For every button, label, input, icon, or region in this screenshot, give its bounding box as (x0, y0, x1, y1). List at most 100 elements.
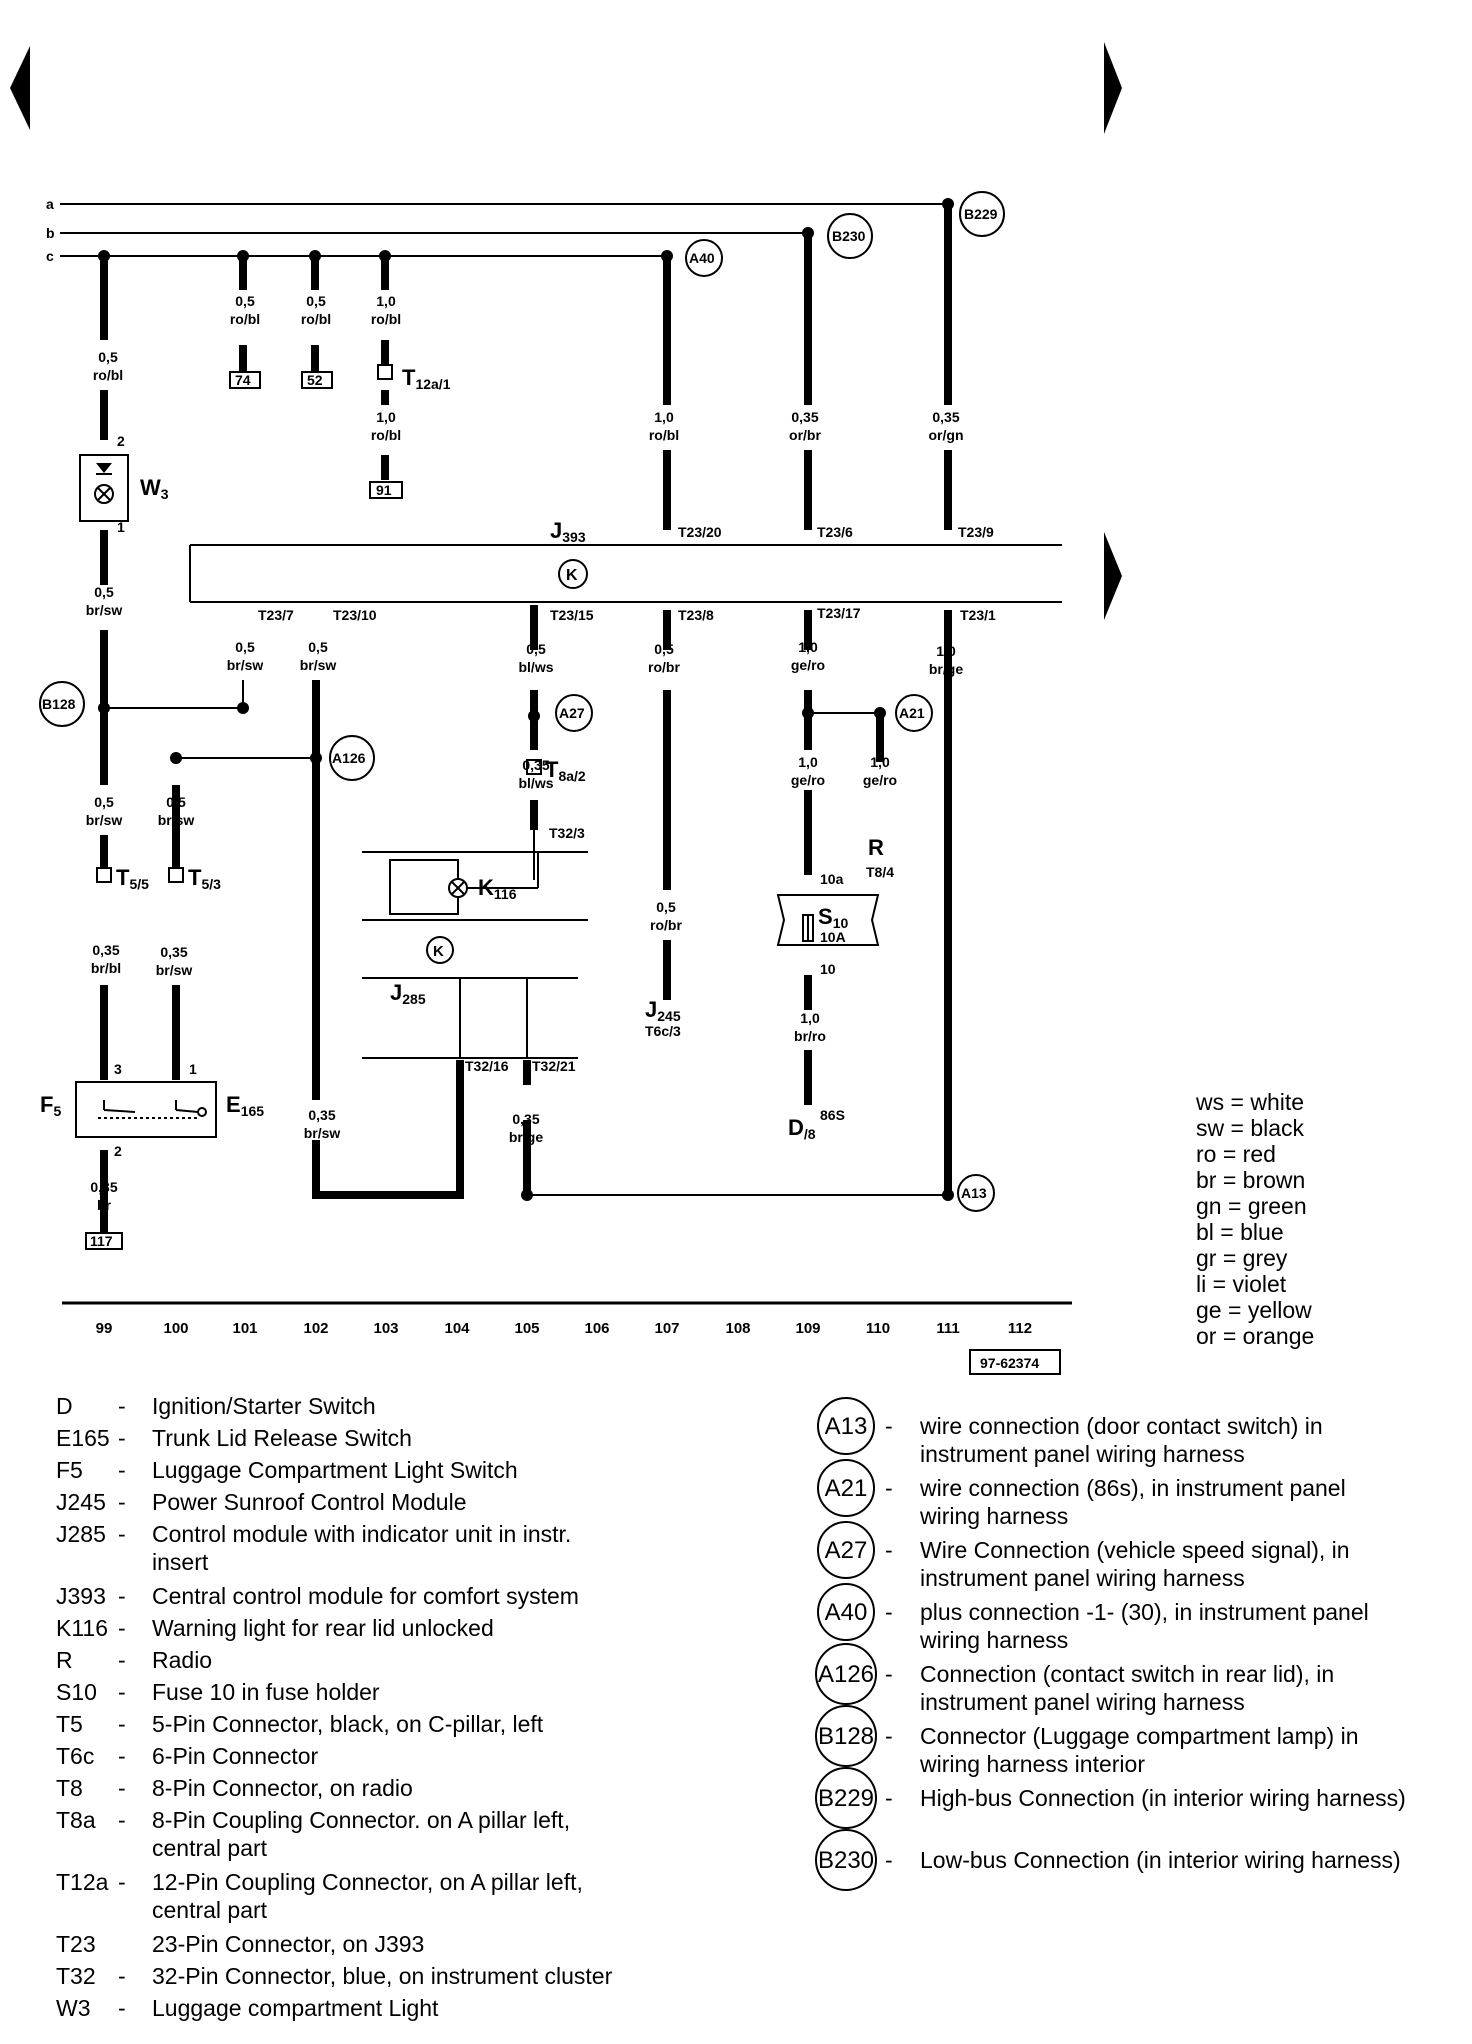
svg-text:T23/10: T23/10 (333, 607, 377, 623)
svg-text:-: - (885, 1785, 893, 1811)
svg-text:101: 101 (232, 1320, 257, 1337)
component-t55: T5/5 (116, 865, 149, 892)
svg-text:1,0: 1,0 (376, 409, 396, 425)
k116-lamp-icon (448, 878, 468, 898)
svg-text:3: 3 (114, 1061, 122, 1077)
drawing-number: 97-62374 (980, 1355, 1039, 1371)
svg-text:0,5: 0,5 (656, 899, 676, 915)
svg-text:or = orange: or = orange (1196, 1323, 1314, 1349)
svg-text:central part: central part (152, 1835, 268, 1861)
svg-text:T8: T8 (56, 1775, 83, 1801)
svg-text:T32: T32 (56, 1963, 96, 1989)
svg-text:K: K (433, 943, 444, 960)
svg-text:T23/20: T23/20 (678, 524, 722, 540)
legend-row: R-Radio (56, 1647, 212, 1673)
svg-text:ro/bl: ro/bl (371, 427, 401, 443)
svg-text:br/ro: br/ro (794, 1028, 826, 1044)
svg-text:-: - (118, 1457, 126, 1483)
svg-text:-: - (118, 1425, 126, 1451)
svg-text:gn = green: gn = green (1196, 1193, 1307, 1219)
svg-text:E165: E165 (56, 1425, 110, 1451)
svg-text:8-Pin Connector, on radio: 8-Pin Connector, on radio (152, 1775, 413, 1801)
f5-e165-switch (75, 1081, 217, 1138)
svg-text:br/ge: br/ge (929, 661, 963, 677)
pin-labels: 2 1 T23/20 T23/6 T23/9 T23/7 T23/10 T23/… (114, 433, 996, 1159)
svg-text:1,0: 1,0 (654, 409, 674, 425)
svg-text:0,35: 0,35 (512, 1111, 539, 1127)
legend-row: T8a-8-Pin Coupling Connector. on A pilla… (56, 1807, 570, 1861)
bus-label-a: a (46, 196, 54, 212)
svg-text:instrument panel wiring harnes: instrument panel wiring harness (920, 1689, 1245, 1715)
svg-text:-: - (885, 1537, 893, 1563)
component-s10: S10 (818, 904, 848, 931)
svg-text:Luggage compartment Light: Luggage compartment Light (152, 1995, 439, 2021)
component-f5: F5 (40, 1092, 61, 1119)
connection-point-circles (39, 191, 1005, 1212)
svg-text:J393: J393 (56, 1583, 106, 1609)
svg-text:ro/bl: ro/bl (230, 311, 260, 327)
next-page-arrow-top-icon[interactable] (1104, 42, 1122, 134)
svg-text:2: 2 (114, 1143, 122, 1159)
svg-text:0,5: 0,5 (98, 349, 118, 365)
legend-row: K116-Warning light for rear lid unlocked (56, 1615, 494, 1641)
component-t12a1: T12a/1 (402, 365, 451, 392)
svg-text:-: - (118, 1743, 126, 1769)
thin-wire-lines (104, 680, 948, 1196)
j285-control-symbol-icon (426, 936, 454, 964)
svg-text:Luggage Compartment Light Swit: Luggage Compartment Light Switch (152, 1457, 518, 1483)
component-labels: W3 T12a/1 T8a/2 T5/5 T5/3 K116 J285 J245… (40, 365, 884, 1142)
j393-control-symbol-icon (558, 559, 588, 589)
svg-text:A21: A21 (825, 1475, 868, 1502)
connection-a27: A27 (559, 705, 585, 721)
svg-text:-: - (118, 1583, 126, 1609)
svg-text:1: 1 (189, 1061, 197, 1077)
svg-text:-: - (885, 1847, 893, 1873)
svg-text:br = brown: br = brown (1196, 1167, 1305, 1193)
previous-page-arrow-icon[interactable] (10, 46, 30, 130)
ref-box-52: 52 (301, 371, 333, 389)
svg-text:0,5: 0,5 (94, 794, 114, 810)
svg-text:instrument panel wiring harnes: instrument panel wiring harness (920, 1441, 1245, 1467)
svg-text:br/bl: br/bl (91, 960, 121, 976)
svg-text:Connection (contact switch in: Connection (contact switch in rear lid),… (920, 1661, 1334, 1687)
svg-text:W3: W3 (56, 1995, 91, 2021)
ref-box-74: 74 (229, 371, 261, 389)
connection-a13: A13 (961, 1185, 987, 1201)
ref-box-91: 91 (369, 481, 403, 499)
svg-text:ro/br: ro/br (648, 659, 680, 675)
legend-row: D-Ignition/Starter Switch (56, 1393, 376, 1419)
svg-text:-: - (118, 1521, 126, 1547)
svg-text:Trunk Lid Release Switch: Trunk Lid Release Switch (152, 1425, 412, 1451)
svg-text:105: 105 (514, 1320, 539, 1337)
drawing-number-box (969, 1349, 1061, 1375)
svg-text:br/ge: br/ge (509, 1129, 543, 1145)
svg-text:br/sw: br/sw (158, 812, 195, 828)
svg-text:B128: B128 (818, 1723, 874, 1750)
svg-text:gr = grey: gr = grey (1196, 1245, 1288, 1271)
svg-text:T5: T5 (56, 1711, 83, 1737)
junction-dots (98, 198, 954, 1201)
next-page-arrow-middle-icon[interactable] (1104, 532, 1122, 620)
svg-text:wiring harness: wiring harness (919, 1503, 1068, 1529)
svg-text:T23/7: T23/7 (258, 607, 294, 623)
w3-lamp (79, 454, 129, 522)
svg-text:-: - (118, 1393, 126, 1419)
svg-text:br: br (97, 1197, 112, 1213)
ref-box-117: 117 (85, 1232, 123, 1250)
svg-text:1,0: 1,0 (798, 639, 818, 655)
svg-text:br/sw: br/sw (300, 657, 337, 673)
legend-connection-row: A21-wire connection (86s), in instrument… (817, 1459, 1346, 1529)
svg-text:1,0: 1,0 (936, 643, 956, 659)
svg-text:8-Pin Coupling Connector. on A: 8-Pin Coupling Connector. on A pillar le… (152, 1807, 570, 1833)
legend-row: J393-Central control module for comfort … (56, 1583, 579, 1609)
legend-row: F5-Luggage Compartment Light Switch (56, 1457, 518, 1483)
legend-row: S10-Fuse 10 in fuse holder (56, 1679, 380, 1705)
ref-52-label: 52 (307, 372, 323, 388)
svg-text:T23/6: T23/6 (817, 524, 853, 540)
svg-text:0,5: 0,5 (306, 293, 326, 309)
svg-text:T8a: T8a (56, 1807, 96, 1833)
svg-text:Wire Connection (vehicle speed: Wire Connection (vehicle speed signal), … (920, 1537, 1350, 1563)
svg-text:-: - (885, 1413, 893, 1439)
svg-text:bl/ws: bl/ws (518, 775, 553, 791)
